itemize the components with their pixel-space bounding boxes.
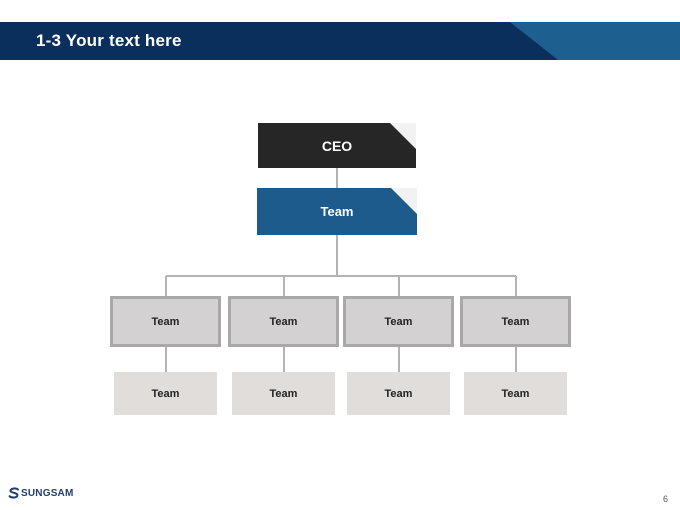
logo-text: SUNGSAM xyxy=(21,487,74,499)
company-logo: SUNGSAM xyxy=(8,487,74,499)
ceo-box: CEO xyxy=(258,123,416,168)
level2-team-box: Team xyxy=(114,372,217,415)
ceo-label: CEO xyxy=(321,137,353,154)
sungsam-s-icon xyxy=(8,487,19,499)
level2-team-box: Team xyxy=(464,372,567,415)
main-team-box: Team xyxy=(257,188,417,235)
main-team-label: Team xyxy=(320,204,354,219)
level2-team-box: Team xyxy=(232,372,335,415)
corner-fold-icon xyxy=(391,188,417,214)
slide-title: 1-3 Your text here xyxy=(36,31,182,50)
page-number: 6 xyxy=(662,494,668,504)
level2-team-box: Team xyxy=(347,372,450,415)
level2-team-label: Team xyxy=(151,387,180,400)
level1-team-label: Team xyxy=(501,315,530,328)
level1-team-box: Team xyxy=(460,296,571,347)
level1-team-label: Team xyxy=(384,315,413,328)
level2-team-label: Team xyxy=(501,387,530,400)
level1-team-label: Team xyxy=(151,315,180,328)
level1-team-box: Team xyxy=(110,296,221,347)
level2-team-label: Team xyxy=(384,387,413,400)
level1-team-label: Team xyxy=(269,315,298,328)
slide-header: 1-3 Your text here xyxy=(0,22,680,60)
level1-team-box: Team xyxy=(228,296,339,347)
corner-fold-icon xyxy=(390,123,416,149)
level1-team-box: Team xyxy=(343,296,454,347)
level2-team-label: Team xyxy=(269,387,298,400)
